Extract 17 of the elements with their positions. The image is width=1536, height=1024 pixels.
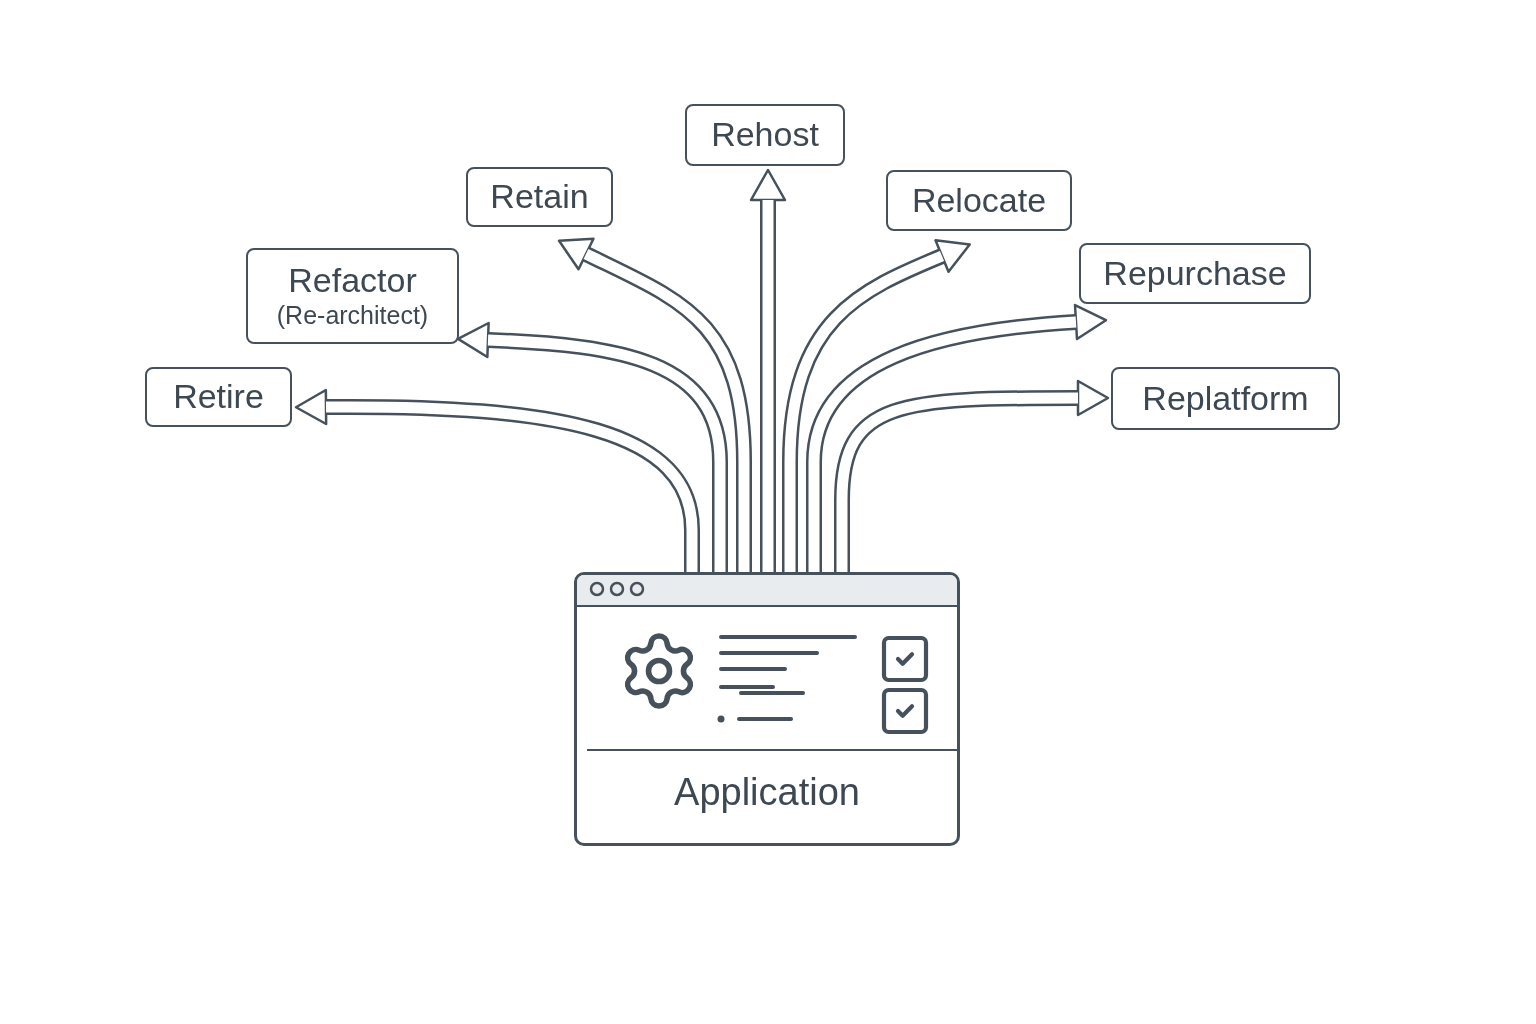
box-title: Refactor bbox=[288, 262, 417, 300]
strategy-box bbox=[685, 104, 845, 166]
box-title: Retain bbox=[490, 178, 589, 216]
node-title: Application bbox=[673, 771, 861, 814]
box-title: Relocate bbox=[911, 181, 1047, 220]
box-title: Rehost bbox=[711, 116, 819, 154]
application-window bbox=[574, 572, 960, 846]
box-title: Retire bbox=[173, 378, 264, 416]
strategy-box bbox=[466, 167, 613, 227]
strategy-box bbox=[145, 367, 292, 427]
box-subtitle: (Re-architect) bbox=[276, 299, 429, 330]
strategy-box bbox=[246, 248, 459, 344]
box-title: Repurchase bbox=[1103, 254, 1287, 293]
strategy-box bbox=[1079, 243, 1311, 304]
box-title: Replatform bbox=[1142, 379, 1309, 418]
strategy-box bbox=[886, 170, 1072, 231]
strategy-box bbox=[1111, 367, 1340, 430]
